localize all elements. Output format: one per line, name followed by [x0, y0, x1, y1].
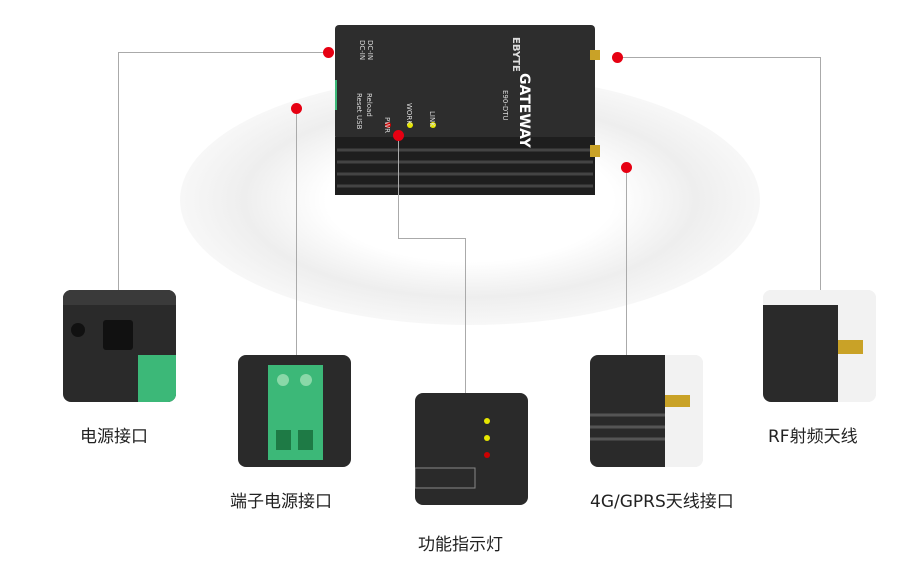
marker-dot-led — [393, 130, 404, 141]
callout-label-4g: 4G/GPRS天线接口 — [590, 492, 734, 512]
callout-line-led-h — [398, 238, 465, 239]
callout-line-rf-v — [820, 57, 821, 290]
marker-dot-power — [323, 47, 334, 58]
callout-line-terminal — [296, 108, 297, 355]
marker-dot-rf — [612, 52, 623, 63]
callout-line-power-v — [118, 52, 119, 290]
brand-logo: EBYTE — [510, 37, 521, 72]
button-label-reset: Reset — [355, 93, 363, 113]
led-label-link: LINK — [428, 111, 436, 127]
marker-dot-4g — [621, 162, 632, 173]
led-label-pwr: PWR — [383, 117, 391, 133]
thumb-power-port — [63, 290, 176, 402]
button-label-usb: USB — [355, 115, 363, 130]
callout-label-terminal: 端子电源接口 — [230, 492, 332, 512]
button-label-reload: Reload — [365, 93, 373, 117]
thumb-4g-antenna-port — [590, 355, 703, 467]
callout-line-led — [398, 135, 399, 238]
power-label-2: DC-IN — [366, 40, 374, 60]
gateway-device-image: PWR WORK LINK Reset USB Reload DC-IN DC-… — [335, 25, 600, 195]
thumb-rf-antenna — [763, 290, 876, 402]
thumb-terminal-port — [238, 355, 351, 467]
callout-label-rf: RF射频天线 — [768, 427, 858, 447]
thumb-indicator-leds — [415, 393, 528, 505]
power-label-1: DC-IN — [358, 40, 366, 60]
callout-label-power: 电源接口 — [80, 427, 148, 447]
callout-label-led: 功能指示灯 — [418, 535, 503, 555]
callout-line-led-v — [465, 238, 466, 393]
marker-dot-terminal — [291, 103, 302, 114]
product-label: GATEWAY — [516, 73, 532, 149]
callout-line-power — [118, 52, 328, 53]
callout-line-rf — [617, 57, 820, 58]
callout-line-4g — [626, 167, 627, 355]
model-label: E90-DTU — [501, 90, 509, 121]
led-label-work: WORK — [405, 103, 413, 125]
